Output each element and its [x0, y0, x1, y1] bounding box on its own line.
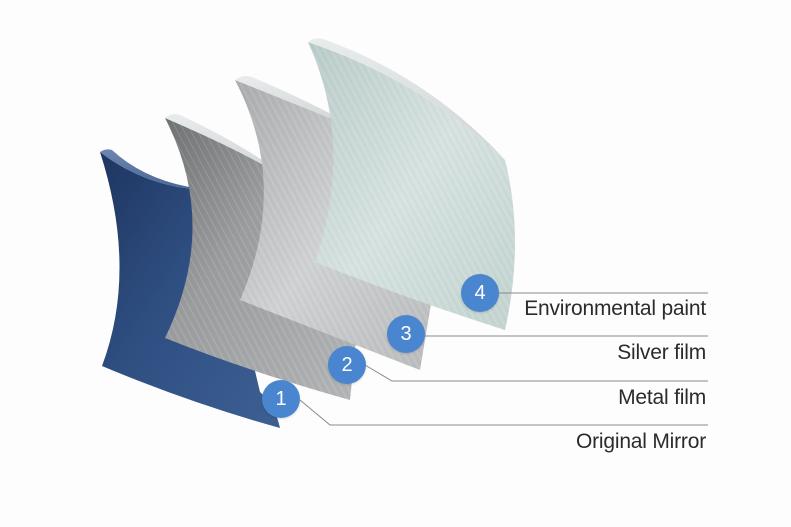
label-metal-film: Metal film — [618, 386, 706, 409]
badge-3: 3 — [387, 315, 425, 353]
environmental-paint-layer — [308, 38, 515, 330]
leader-line-1 — [299, 399, 708, 426]
badge-4: 4 — [461, 274, 499, 312]
badge-2: 2 — [328, 346, 366, 384]
leader-line-2 — [364, 364, 708, 382]
label-environmental-paint: Environmental paint — [524, 297, 706, 320]
label-silver-film: Silver film — [617, 341, 706, 364]
badge-1: 1 — [262, 380, 300, 418]
label-original-mirror: Original Mirror — [575, 430, 706, 453]
